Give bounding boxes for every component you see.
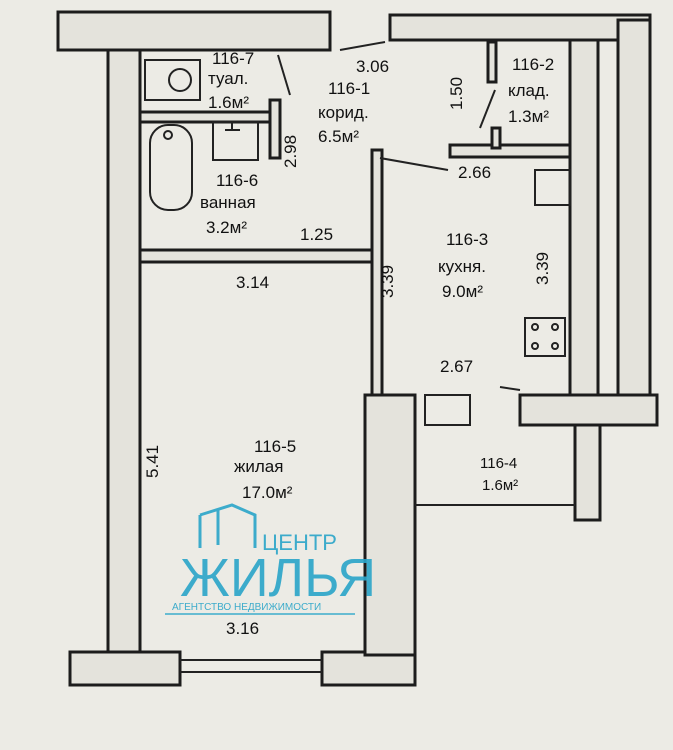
room-name-116-5: жилая: [234, 457, 283, 476]
dim-2-66: 2.66: [458, 163, 491, 182]
room-area-116-5: 17.0м²: [242, 483, 293, 502]
dim-1-25: 1.25: [300, 225, 333, 244]
walls: [56, 10, 659, 687]
room-name-116-2: клад.: [508, 81, 550, 100]
room-id-116-7: 116-7: [212, 49, 254, 68]
room-id-116-5: 116-5: [254, 437, 296, 456]
room-id-116-3: 116-3: [446, 230, 488, 249]
dim-3-06: 3.06: [356, 57, 389, 76]
dim-3-39-left: 3.39: [378, 265, 397, 298]
room-id-116-6: 116-6: [216, 171, 258, 190]
dim-2-98: 2.98: [281, 135, 300, 168]
room-area-116-3: 9.0м²: [442, 282, 483, 301]
room-id-116-2: 116-2: [512, 55, 554, 74]
room-area-116-4: 1.6м²: [482, 477, 518, 494]
room-area-116-1: 6.5м²: [318, 127, 359, 146]
room-name-116-7: туал.: [208, 69, 248, 88]
watermark-sub: АГЕНТСТВО НЕДВИЖИМОСТИ: [172, 602, 321, 613]
dim-3-14: 3.14: [236, 273, 269, 292]
room-id-116-4: 116-4: [480, 455, 517, 472]
dim-2-67: 2.67: [440, 357, 473, 376]
watermark-main: ЖИЛЬЯ: [180, 548, 376, 608]
fixtures: [144, 59, 571, 426]
watermark-logo: ЦЕНТР ЖИЛЬЯ АГЕНТСТВО НЕДВИЖИМОСТИ: [165, 503, 376, 615]
room-name-116-6: ванная: [200, 193, 256, 212]
dim-3-16: 3.16: [226, 619, 259, 638]
dim-3-39-right: 3.39: [533, 252, 552, 285]
room-area-116-7: 1.6м²: [208, 93, 249, 112]
dim-1-50: 1.50: [447, 77, 466, 110]
room-area-116-6: 3.2м²: [206, 218, 247, 237]
room-name-116-3: кухня.: [438, 257, 486, 276]
room-id-116-1: 116-1: [328, 79, 370, 98]
room-area-116-2: 1.3м²: [508, 107, 549, 126]
room-name-116-1: корид.: [318, 103, 369, 122]
dim-5-41: 5.41: [143, 445, 162, 478]
watermark-top: ЦЕНТР: [262, 530, 337, 555]
